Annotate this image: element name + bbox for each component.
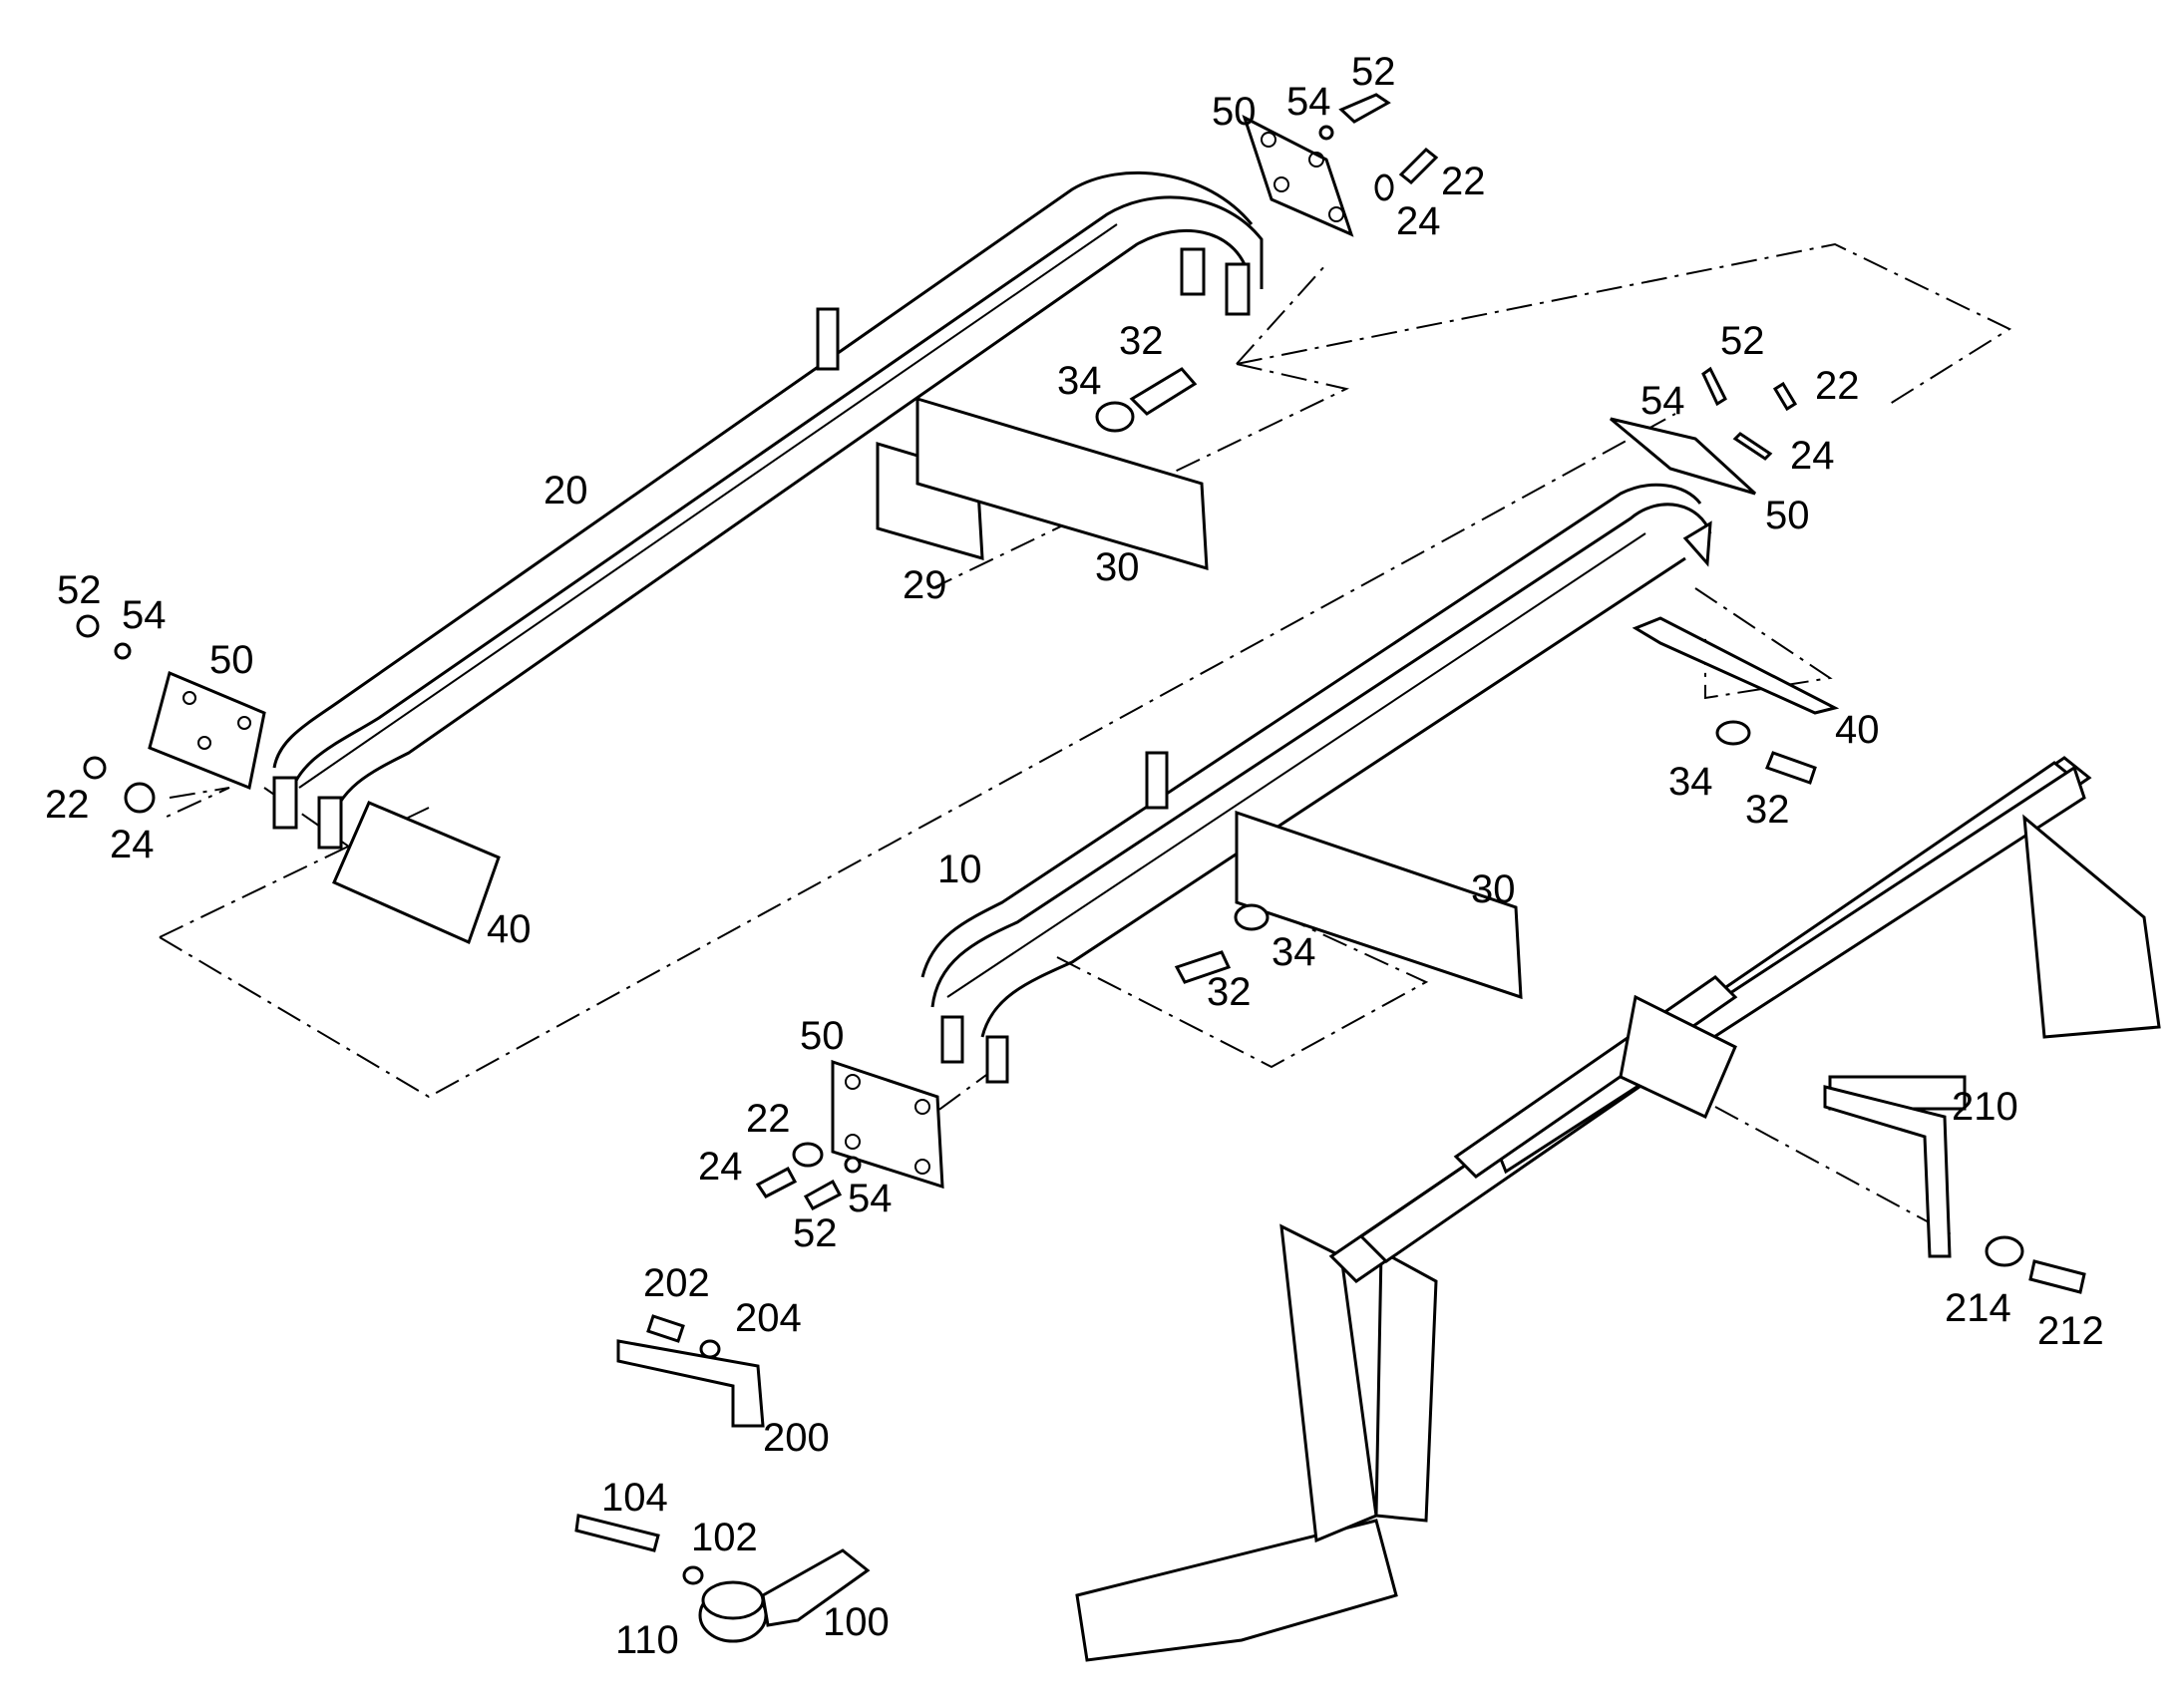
right-hardware bbox=[1701, 366, 1817, 785]
label-left-22: 22 bbox=[45, 783, 90, 827]
left-hardware bbox=[76, 614, 156, 814]
label-right-40: 40 bbox=[1835, 708, 1880, 752]
label-arm-214: 214 bbox=[1945, 1286, 2011, 1330]
label-right-24: 24 bbox=[1790, 434, 1835, 478]
label-right-50: 50 bbox=[1765, 494, 1810, 537]
label-clamp-104: 104 bbox=[601, 1476, 668, 1520]
support-plates-29-30-upper bbox=[816, 307, 1209, 571]
hardware-32-34-upper bbox=[1095, 367, 1198, 433]
boom-frame-assembly bbox=[1075, 756, 2161, 1662]
left-plate-50 bbox=[148, 670, 266, 791]
bottom-plate-50 bbox=[831, 1059, 944, 1190]
label-clamp-110: 110 bbox=[615, 1618, 679, 1662]
callout-labels: 50 54 52 22 24 32 34 20 29 30 52 54 50 2… bbox=[45, 50, 2104, 1662]
label-right-52: 52 bbox=[1720, 319, 1765, 363]
arm-bracket-210 bbox=[1823, 1085, 1952, 1258]
label-bottom-52: 52 bbox=[793, 1211, 838, 1255]
bottom-hardware bbox=[755, 1142, 862, 1210]
hardware-32-34-lower bbox=[1174, 903, 1270, 984]
label-top-52: 52 bbox=[1351, 50, 1396, 94]
label-arm-212: 212 bbox=[2037, 1309, 2104, 1353]
label-clamp-100: 100 bbox=[823, 1600, 890, 1644]
label-left-24: 24 bbox=[110, 823, 155, 866]
label-clamp-102: 102 bbox=[691, 1516, 758, 1559]
label-arm-210: 210 bbox=[1952, 1085, 2018, 1129]
label-chain10-34: 34 bbox=[1272, 930, 1316, 974]
clamp-100-assembly bbox=[574, 1514, 871, 1643]
label-left-52: 52 bbox=[57, 568, 102, 612]
label-top-22: 22 bbox=[1441, 160, 1486, 203]
label-chain10-30: 30 bbox=[1471, 867, 1516, 911]
label-left-40: 40 bbox=[487, 907, 532, 951]
label-left-54: 54 bbox=[122, 593, 167, 637]
label-bracket-202: 202 bbox=[643, 1261, 710, 1305]
label-chain20-32: 32 bbox=[1119, 319, 1164, 363]
label-bottom-50: 50 bbox=[800, 1014, 845, 1058]
label-right-22: 22 bbox=[1815, 364, 1860, 408]
label-bracket-200: 200 bbox=[763, 1416, 830, 1460]
label-top-24: 24 bbox=[1396, 199, 1441, 243]
label-bottom-22: 22 bbox=[746, 1097, 791, 1141]
label-bracket-204: 204 bbox=[735, 1296, 802, 1340]
label-chain20-29: 29 bbox=[903, 563, 947, 607]
label-right-32: 32 bbox=[1745, 788, 1790, 832]
right-bracket-40 bbox=[1632, 616, 1840, 715]
energy-chain-10 bbox=[920, 483, 1712, 1084]
right-plate-50 bbox=[1610, 417, 1757, 496]
label-chain10-32: 32 bbox=[1207, 970, 1252, 1014]
label-chain20: 20 bbox=[544, 469, 588, 512]
label-top-plate-50: 50 bbox=[1212, 90, 1257, 134]
label-chain10: 10 bbox=[937, 848, 982, 891]
label-right-54: 54 bbox=[1640, 379, 1685, 423]
top-plate-50 bbox=[1242, 114, 1354, 237]
arm-hardware-212-214 bbox=[1985, 1235, 2086, 1294]
support-plate-30-lower bbox=[1145, 751, 1523, 1000]
label-bottom-54: 54 bbox=[848, 1177, 893, 1220]
label-chain20-34: 34 bbox=[1057, 359, 1102, 403]
label-top-54: 54 bbox=[1286, 80, 1331, 124]
label-chain20-30: 30 bbox=[1095, 545, 1140, 589]
energy-chain-20 bbox=[272, 171, 1264, 850]
label-bottom-24: 24 bbox=[698, 1145, 743, 1189]
label-right-34: 34 bbox=[1668, 760, 1713, 804]
top-hardware bbox=[1318, 93, 1439, 201]
left-bracket-40 bbox=[332, 801, 501, 945]
bracket-200-assembly bbox=[616, 1314, 765, 1428]
label-left-50: 50 bbox=[209, 638, 254, 682]
